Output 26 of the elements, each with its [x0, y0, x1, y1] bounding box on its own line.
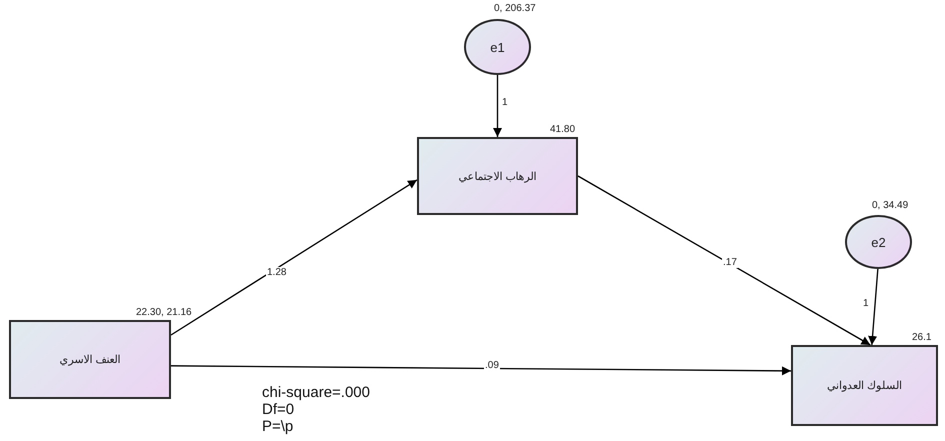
edge-label: .17: [722, 257, 738, 268]
estimate-label: 22.30, 21.16: [136, 307, 192, 318]
edge-label: 1: [862, 298, 870, 309]
variable-name: e2: [871, 234, 886, 250]
path-arrow: [868, 268, 878, 346]
path-arrow: [170, 179, 418, 336]
estimate-label: 0, 34.49: [872, 200, 908, 211]
fit-statistic: P=\p: [262, 418, 294, 435]
estimate-label: 0, 206.37: [494, 3, 536, 14]
fit-statistic: Df=0: [262, 401, 294, 418]
edge-label: 1.28: [266, 267, 288, 278]
estimate-label: 26.1: [912, 332, 932, 343]
variable-name: السلوك العدواني: [826, 379, 902, 392]
path-arrow: [171, 365, 791, 376]
path-arrow: [578, 175, 871, 346]
edge-label: 1: [501, 97, 509, 108]
edge-label: .09: [484, 360, 500, 371]
variable-box: [417, 137, 578, 215]
fit-statistic: chi-square=.000: [262, 384, 370, 401]
variable-name: الرهاب الاجتماعي: [458, 170, 537, 182]
variable-name: العنف الاسري: [59, 353, 121, 366]
estimate-label: 41.80: [550, 124, 576, 135]
path-arrow: [493, 75, 502, 137]
variable-box: [9, 320, 171, 399]
variable-name: e1: [490, 40, 505, 54]
variable-box: [791, 345, 938, 426]
